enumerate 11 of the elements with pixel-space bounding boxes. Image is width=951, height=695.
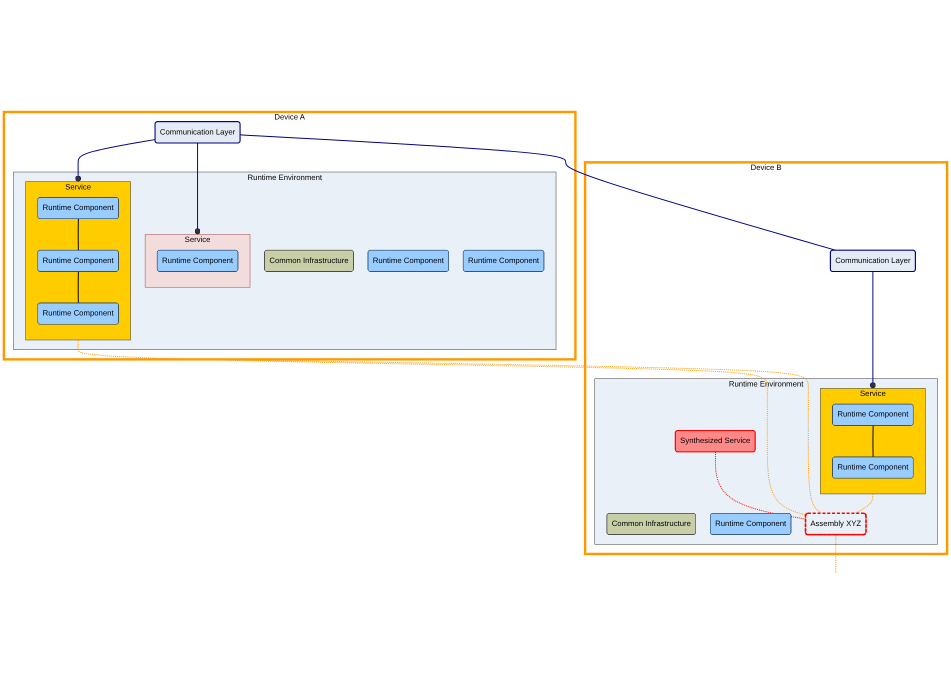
connector xyxy=(78,271,79,304)
connector xyxy=(870,271,876,389)
connector xyxy=(240,134,837,251)
connector xyxy=(194,142,200,235)
connector xyxy=(854,493,874,514)
connector xyxy=(78,340,806,516)
connector xyxy=(714,452,806,520)
connector xyxy=(78,218,79,251)
connector xyxy=(872,425,874,458)
connector xyxy=(835,534,836,574)
connector xyxy=(75,139,156,182)
